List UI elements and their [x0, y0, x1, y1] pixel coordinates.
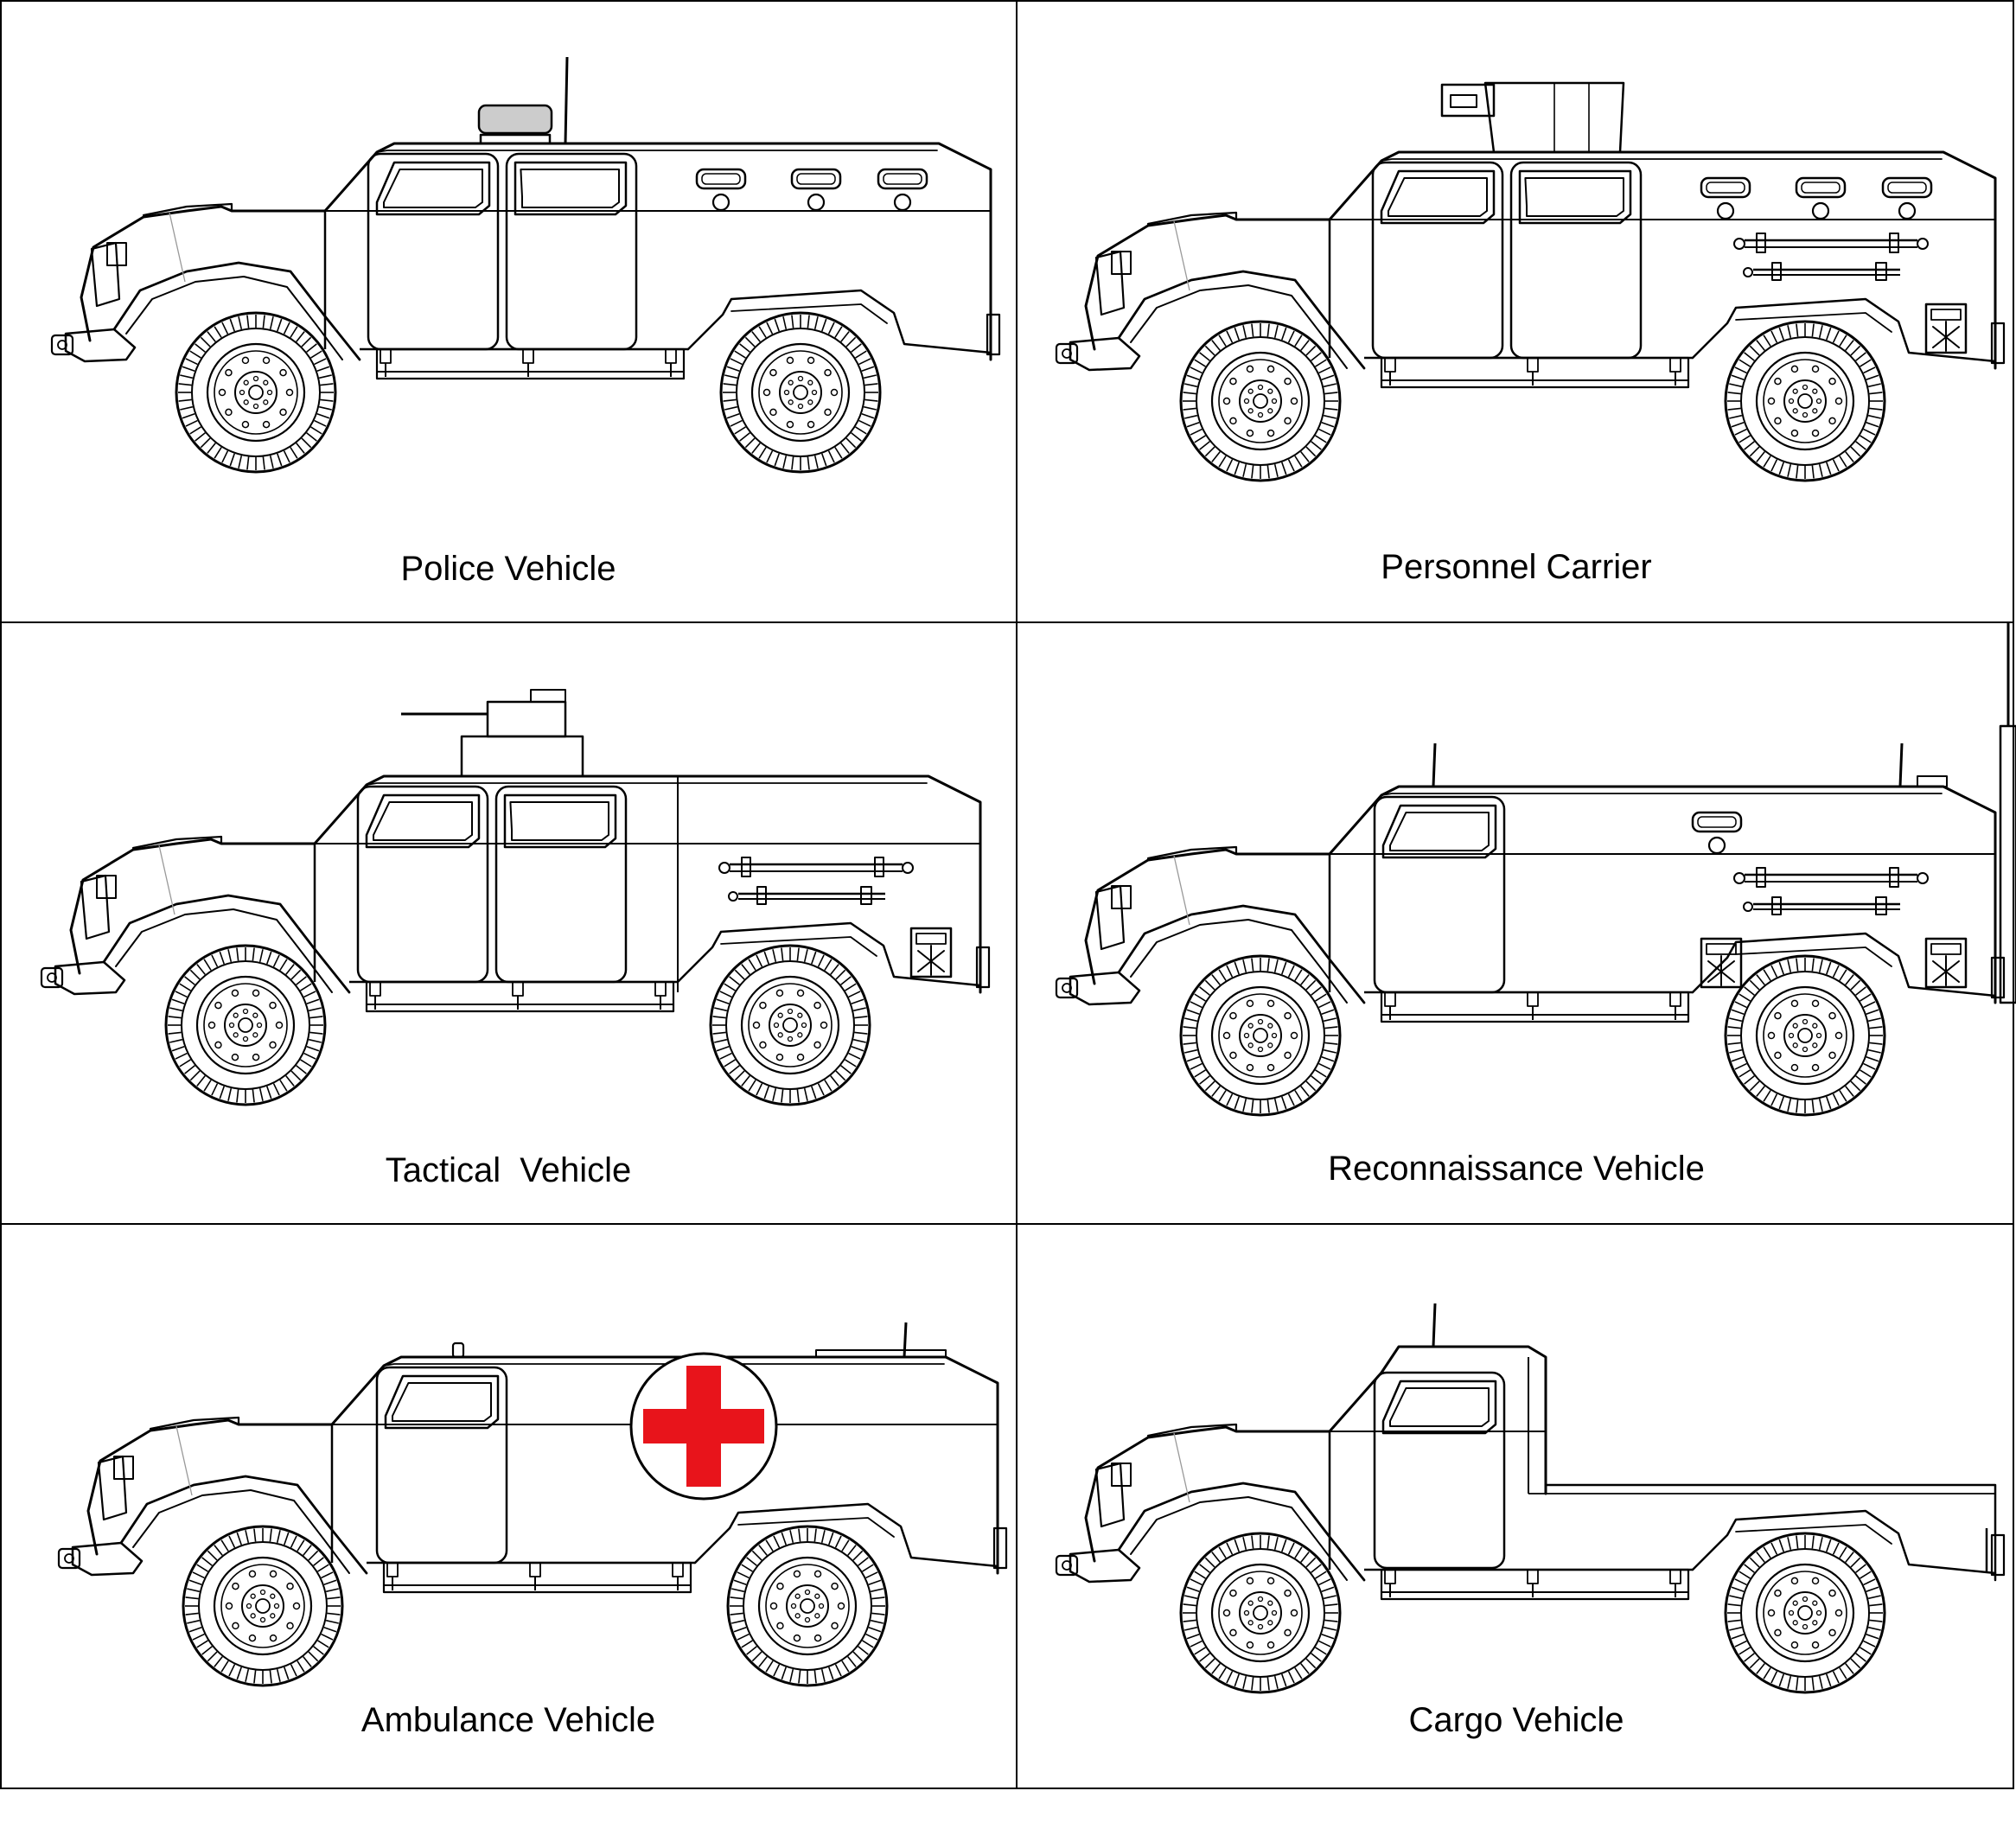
- tactical-vehicle-body: [40, 689, 991, 1106]
- wheel: [1179, 1532, 1342, 1694]
- wheel: [1724, 954, 1886, 1117]
- wheel: [709, 944, 871, 1106]
- personnel-vehicle-body: [1055, 81, 2006, 482]
- panel-cargo-vehicle: Cargo Vehicle: [1017, 1224, 2016, 1789]
- ambulance-vehicle-body: [57, 1322, 1008, 1687]
- cargo-vehicle-drawing: [1055, 1303, 2006, 1694]
- wheel: [182, 1525, 344, 1687]
- police-vehicle-body: [50, 56, 1001, 474]
- wheel: [1179, 954, 1342, 1117]
- panel-caption: Ambulance Vehicle: [360, 1701, 656, 1739]
- wheel: [726, 1525, 889, 1687]
- wheel: [719, 311, 882, 474]
- police-vehicle-drawing: [50, 56, 1001, 474]
- panel-caption: Police Vehicle: [400, 550, 616, 588]
- reconnaissance-vehicle-drawing: [1055, 622, 2016, 1117]
- wheel: [1179, 320, 1342, 482]
- personnel-carrier-drawing: [1055, 81, 2006, 482]
- panel-caption: Personnel Carrier: [1381, 548, 1652, 586]
- ambulance-vehicle-drawing: [57, 1322, 1008, 1687]
- panel-caption: Cargo Vehicle: [1408, 1701, 1624, 1739]
- wheel: [175, 311, 337, 474]
- panel-police-vehicle: Police Vehicle: [0, 0, 1017, 622]
- panel-ambulance-vehicle: Ambulance Vehicle: [0, 1224, 1017, 1789]
- tactical-vehicle-drawing: [40, 689, 991, 1106]
- panel-reconnaissance-vehicle: Reconnaissance Vehicle: [1017, 622, 2016, 1224]
- panel-personnel-carrier: Personnel Carrier: [1017, 0, 2016, 622]
- wheel: [1724, 1532, 1886, 1694]
- panel-caption: Reconnaissance Vehicle: [1328, 1150, 1705, 1188]
- wheel: [1724, 320, 1886, 482]
- panel-caption: Tactical Vehicle: [385, 1151, 632, 1189]
- panel-tactical-vehicle: Tactical Vehicle: [0, 622, 1017, 1224]
- wheel: [164, 944, 327, 1106]
- recon-vehicle-body: [1055, 622, 2016, 1117]
- cargo-vehicle-body: [1055, 1303, 2006, 1694]
